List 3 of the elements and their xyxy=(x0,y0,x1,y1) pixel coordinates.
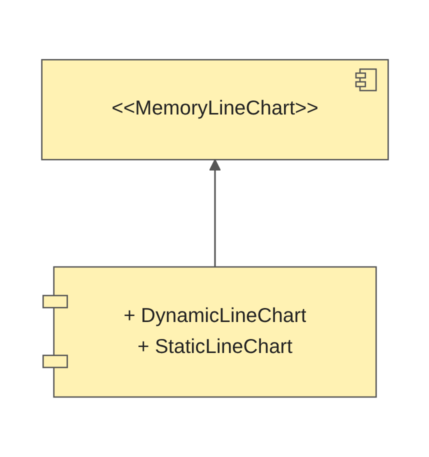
node-box: + DynamicLineChart + StaticLineChart xyxy=(52,266,376,398)
arrow xyxy=(208,159,220,268)
node-box: <<MemoryLineChart>> xyxy=(40,59,388,160)
